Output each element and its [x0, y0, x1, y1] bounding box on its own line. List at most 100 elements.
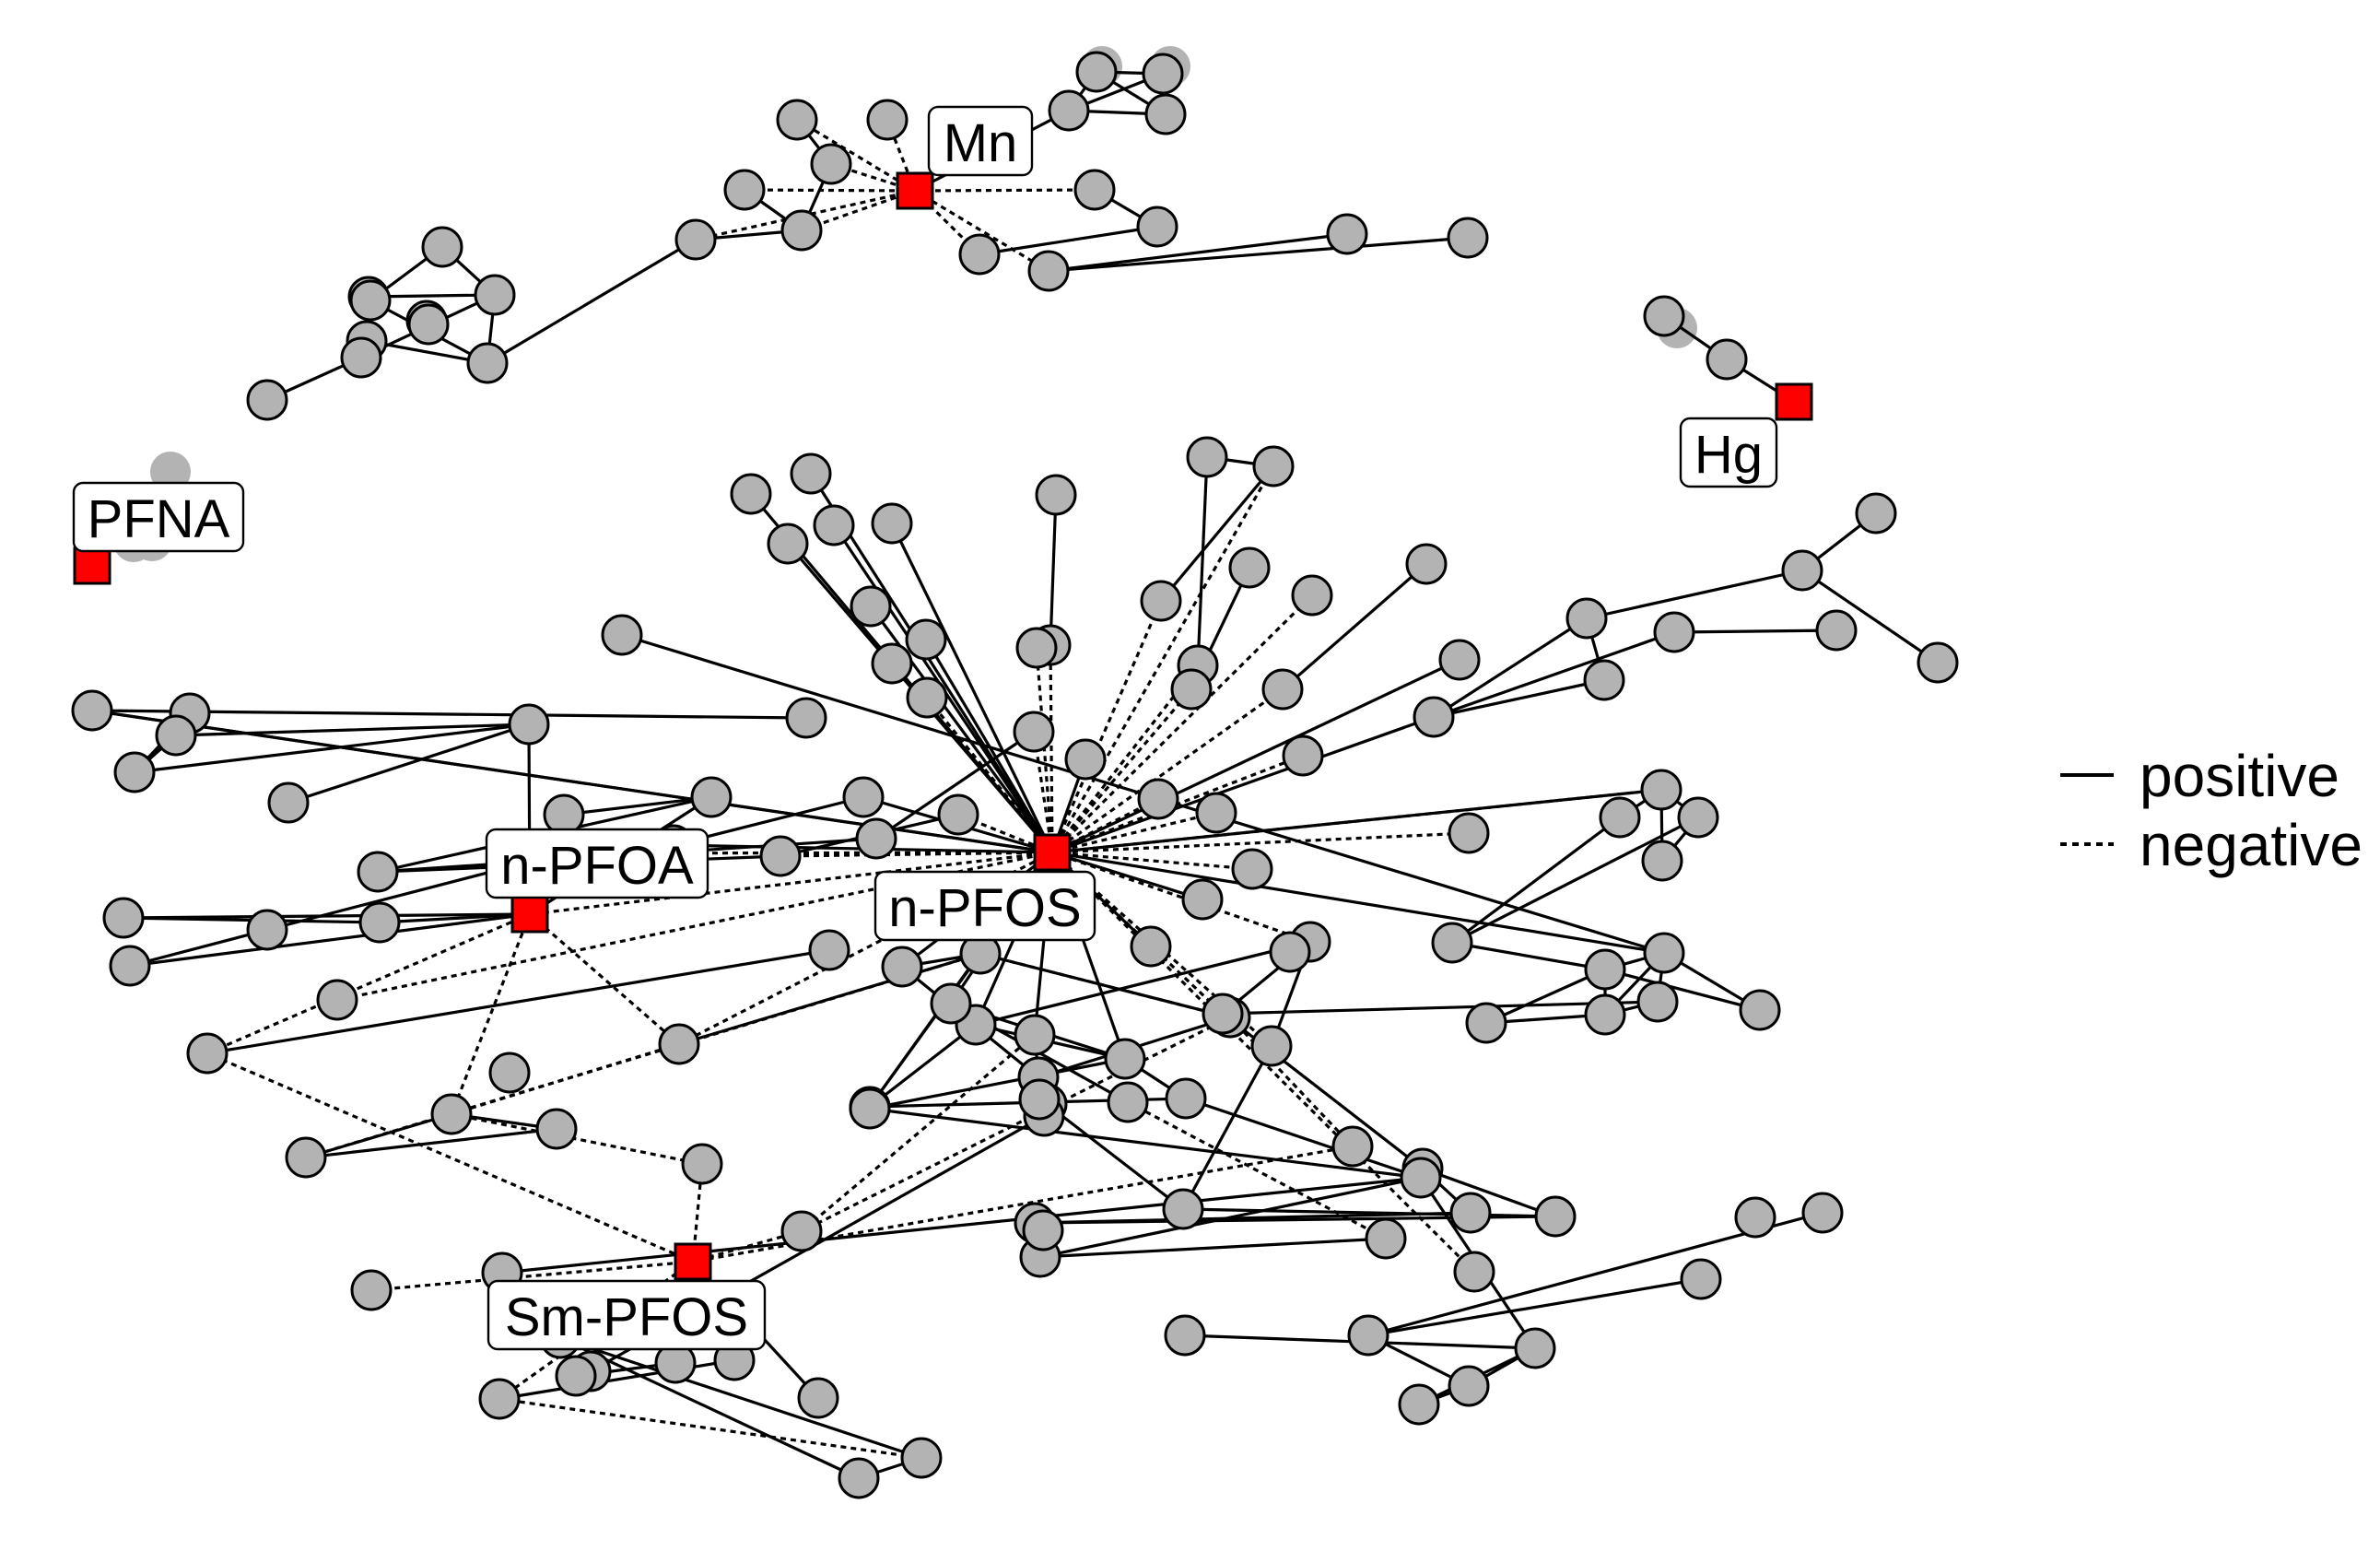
- network-node: [1677, 796, 1719, 839]
- network-node: [866, 99, 909, 141]
- network-node: [1252, 445, 1295, 488]
- network-node: [1202, 993, 1244, 1035]
- network-node: [555, 1355, 597, 1397]
- network-node: [1465, 1002, 1507, 1044]
- hub-n-pfoa: [510, 895, 549, 934]
- hub-hg: [1775, 382, 1813, 421]
- network-node: [1781, 549, 1823, 592]
- network-node: [1643, 932, 1685, 974]
- network-node: [1164, 1314, 1206, 1357]
- network-node: [1365, 1217, 1407, 1260]
- network-node: [1734, 1196, 1776, 1239]
- positive-edge: [175, 723, 530, 737]
- positive-edge: [869, 1057, 1126, 1110]
- network-node: [1027, 250, 1070, 292]
- positive-edge: [206, 948, 830, 1055]
- negative-edge: [1050, 465, 1275, 853]
- network-node: [1181, 878, 1224, 921]
- network-node: [905, 618, 947, 661]
- positive-edge: [1604, 968, 1761, 1012]
- network-node: [349, 279, 392, 322]
- positive-edge: [1039, 1237, 1387, 1259]
- negative-edge: [450, 913, 532, 1115]
- negative-edge: [800, 1033, 1037, 1233]
- network-node: [1447, 217, 1489, 259]
- network-node: [1431, 922, 1473, 964]
- network-node: [1107, 1081, 1149, 1123]
- network-node: [1170, 668, 1213, 711]
- label-mn: Mn: [927, 105, 1034, 177]
- negative-edge: [914, 188, 1096, 193]
- positive-edge: [1051, 851, 1665, 955]
- network-node: [1326, 213, 1368, 255]
- positive-edge: [1185, 1097, 1422, 1180]
- network-node: [838, 1457, 880, 1499]
- network-node: [1534, 1195, 1577, 1238]
- positive-edge: [305, 1127, 557, 1159]
- network-node: [958, 233, 1001, 276]
- network-node: [1231, 848, 1273, 890]
- network-node: [785, 697, 827, 739]
- network-node: [474, 274, 516, 316]
- network-node: [1583, 659, 1625, 701]
- network-node: [1739, 989, 1781, 1031]
- positive-edge: [129, 912, 531, 968]
- network-node: [1453, 1251, 1495, 1293]
- network-node: [797, 1377, 839, 1419]
- positive-edge: [1586, 569, 1803, 620]
- network-node: [1449, 1192, 1492, 1234]
- network-node: [723, 169, 766, 211]
- network-node: [407, 303, 450, 346]
- label-hg: Hg: [1679, 417, 1778, 488]
- legend-negative-label: negative: [2140, 812, 2362, 878]
- network-node: [1653, 611, 1695, 653]
- positive-edge: [1159, 464, 1275, 603]
- network-node: [1186, 436, 1228, 478]
- network-node: [246, 909, 288, 951]
- network-node: [267, 781, 310, 824]
- negative-edge: [925, 696, 1054, 854]
- network-node: [1584, 993, 1626, 1036]
- network-node: [1261, 668, 1304, 711]
- network-node: [186, 1032, 229, 1075]
- network-node: [1291, 574, 1333, 617]
- positive-edge: [1182, 1207, 1556, 1218]
- positive-edge: [123, 912, 531, 920]
- positive-edge: [1367, 1277, 1702, 1337]
- positive-edge: [1422, 1167, 1556, 1218]
- negative-edge: [1049, 644, 1054, 853]
- positive-edge: [975, 940, 1311, 1027]
- negative-edge: [1051, 788, 1662, 854]
- network-node: [1917, 641, 1959, 684]
- network-node: [1514, 1327, 1556, 1369]
- positive-edge: [1451, 816, 1621, 945]
- network-node: [1165, 1077, 1207, 1120]
- network-node: [1137, 778, 1179, 820]
- positive-edge: [868, 953, 982, 1108]
- network-node: [1228, 546, 1271, 589]
- network-node: [767, 523, 809, 565]
- network-node: [543, 793, 585, 836]
- network-node: [358, 901, 401, 944]
- network-node: [1269, 931, 1311, 973]
- positive-edge: [563, 795, 712, 817]
- network-node: [1680, 1258, 1722, 1300]
- network-node: [1162, 1188, 1204, 1230]
- network-node: [430, 1093, 473, 1135]
- network-node: [357, 851, 399, 893]
- network-node: [681, 1143, 723, 1185]
- hub-nodes: [73, 171, 1813, 1281]
- negative-edge: [1051, 687, 1284, 854]
- network-node: [658, 1023, 700, 1065]
- network-node: [690, 776, 733, 818]
- network-node: [1801, 1192, 1844, 1234]
- network-node: [1641, 840, 1683, 882]
- positive-edge: [134, 723, 530, 774]
- positive-edge: [1485, 968, 1606, 1025]
- network-node: [1014, 1014, 1056, 1056]
- hub-mn: [896, 171, 934, 210]
- positive-edge: [1433, 678, 1605, 719]
- network-node: [842, 776, 885, 818]
- positive-edge: [487, 238, 697, 365]
